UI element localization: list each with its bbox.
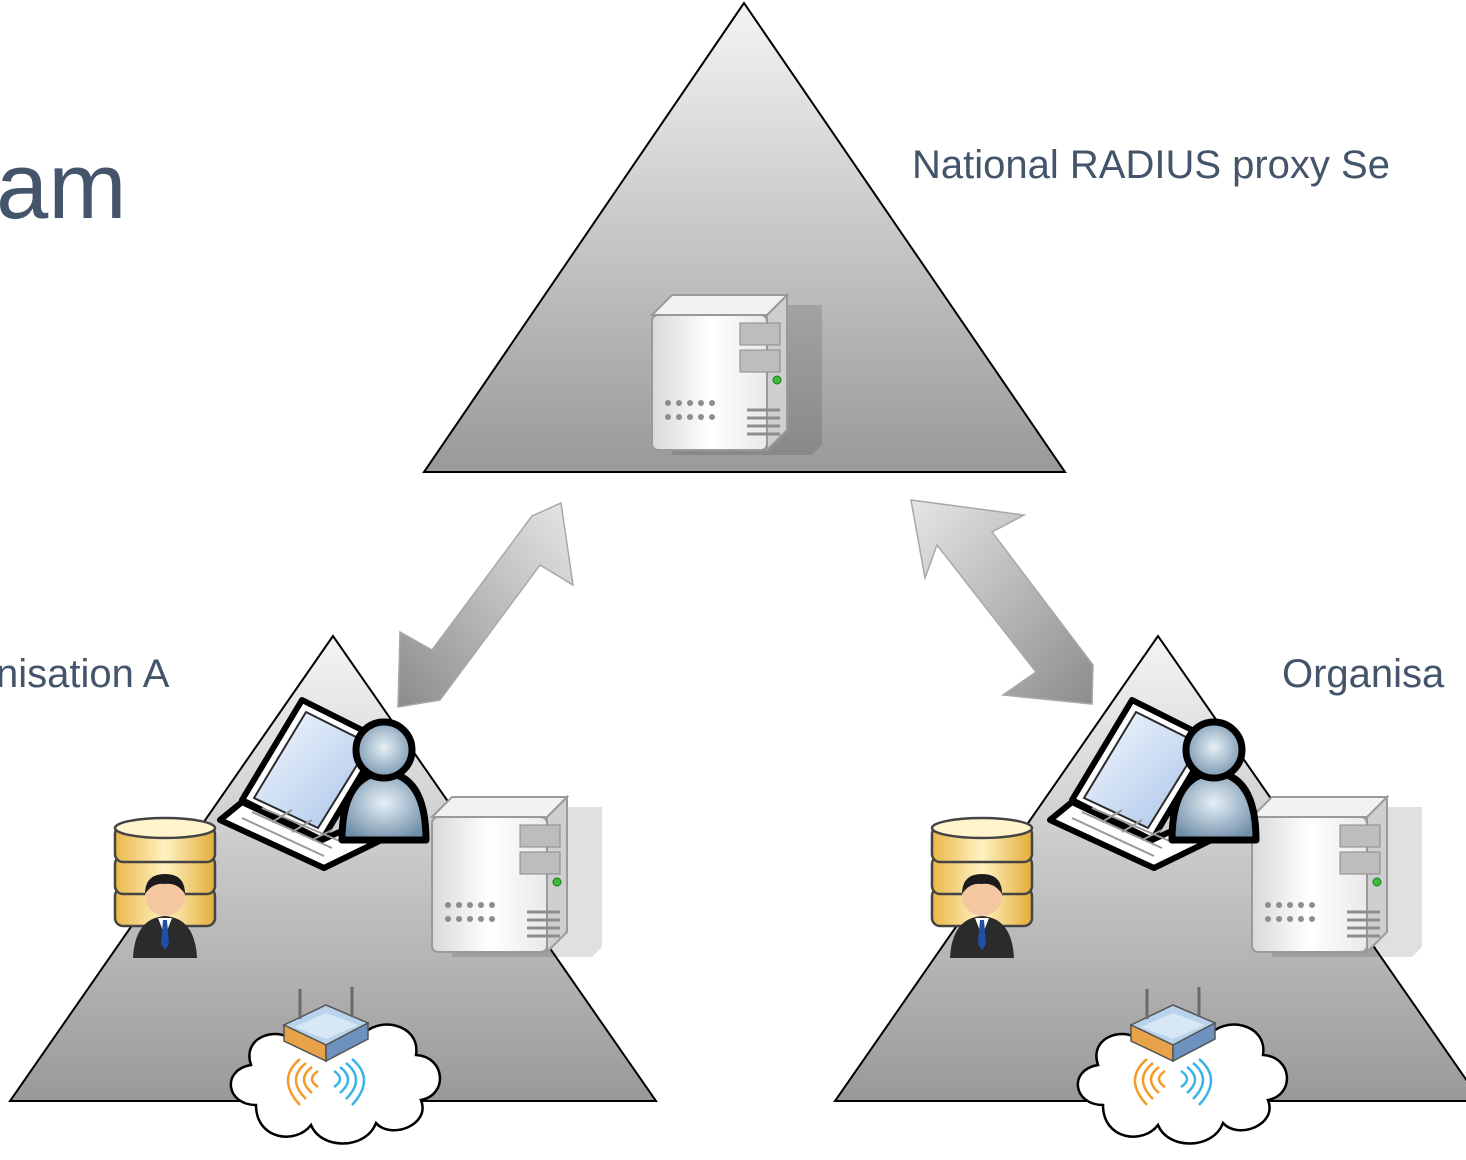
national-proxy-label: National RADIUS proxy Se xyxy=(912,143,1390,187)
bidirectional-arrow-icon xyxy=(397,501,574,708)
bidirectional-arrow-icon xyxy=(910,499,1094,705)
national-triangle xyxy=(422,1,1067,473)
server-icon xyxy=(430,795,604,959)
link-arrow-a xyxy=(397,501,574,708)
national-proxy-node: National RADIUS proxy Se xyxy=(422,1,1390,473)
slide-title: am xyxy=(0,133,127,238)
organisation-a-node: nisation A xyxy=(0,634,658,1146)
server-icon xyxy=(1250,795,1424,959)
link-arrow-b xyxy=(910,499,1094,705)
organisation-b-node: Organisa xyxy=(833,634,1466,1146)
organisation-a-label: nisation A xyxy=(0,652,170,696)
organisation-b-label: Organisa xyxy=(1282,652,1445,696)
server-icon xyxy=(650,293,824,457)
